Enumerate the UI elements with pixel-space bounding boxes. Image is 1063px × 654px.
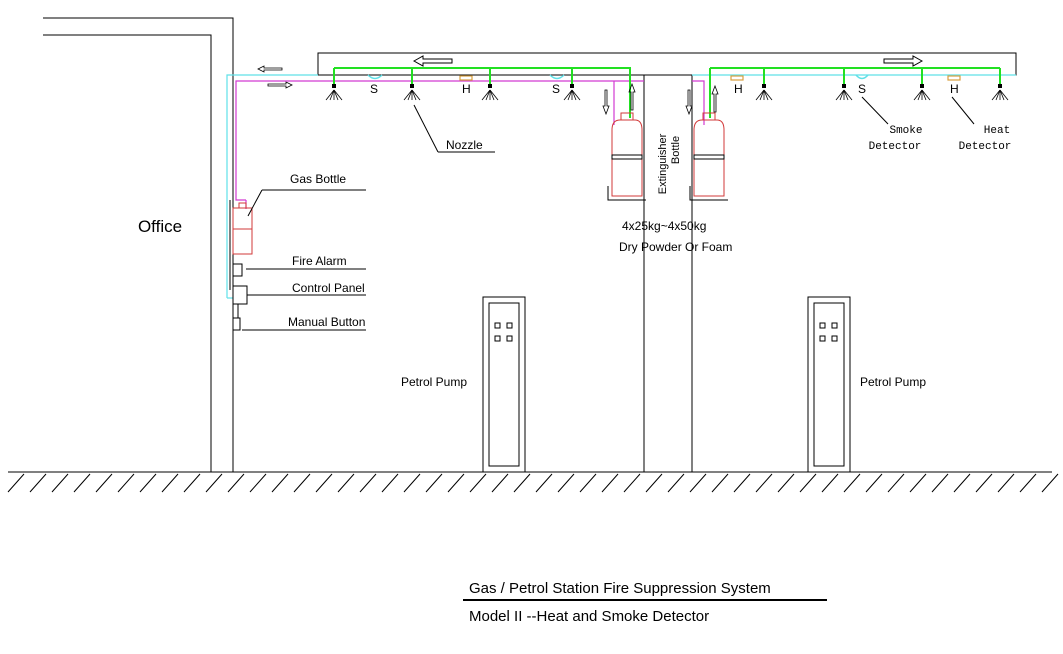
smoke-detector-3: S <box>855 74 869 96</box>
petrol-pump-right-label: Petrol Pump <box>860 375 926 389</box>
petrol-pump-right <box>807 296 851 473</box>
nozzle-label: Nozzle <box>446 138 483 152</box>
smoke-mark: S <box>370 82 378 96</box>
heat-detector-label-line2: Detector <box>959 141 1012 153</box>
smoke-detector-label-line2: Detector <box>869 141 922 153</box>
ground-hatch <box>7 473 1059 493</box>
gas-bottle <box>232 202 253 255</box>
nozzles-group <box>325 84 1009 101</box>
flow-arrows-vertical <box>602 82 719 116</box>
nozzle-icon <box>913 84 931 101</box>
smoke-mark: S <box>552 82 560 96</box>
extinguisher-label-line2: Bottle <box>670 136 682 164</box>
capacity-label: 4x25kg~4x50kg <box>622 219 706 233</box>
agent-pipe-left <box>333 67 631 118</box>
nozzle-icon <box>835 84 853 101</box>
canopy-flow-arrow-left <box>412 55 453 67</box>
smoke-detector-2: S <box>549 74 565 96</box>
diagram-subtitle: Model II --Heat and Smoke Detector <box>469 608 709 625</box>
canopy-flow-arrow-right <box>883 55 924 67</box>
nozzle-callout <box>413 104 495 153</box>
nozzle-icon <box>755 84 773 101</box>
gas-bottle-leader <box>247 189 263 217</box>
heat-mark: H <box>734 82 743 96</box>
fire-alarm-label: Fire Alarm <box>292 254 347 268</box>
gas-bottle-label: Gas Bottle <box>290 172 346 186</box>
petrol-pump-left-label: Petrol Pump <box>401 375 467 389</box>
magenta-signal-line <box>235 80 705 209</box>
heat-mark: H <box>462 82 471 96</box>
detector-callouts <box>861 96 975 125</box>
heat-mark: H <box>950 82 959 96</box>
heat-detector-2: H <box>730 75 744 96</box>
nozzle-icon <box>991 84 1009 101</box>
nozzle-icon <box>563 84 581 101</box>
control-panel-device <box>232 285 248 305</box>
manual-button-device <box>232 317 241 331</box>
control-wiring <box>229 200 366 331</box>
smoke-detector-1: S <box>367 74 383 96</box>
heat-detector-label-line1: Heat <box>984 125 1010 137</box>
agent-pipe-right <box>709 67 1001 118</box>
nozzle-icon <box>325 84 343 101</box>
diagram-title: Gas / Petrol Station Fire Suppression Sy… <box>469 580 771 597</box>
fire-alarm-device <box>232 263 243 277</box>
cyan-signal-line <box>226 74 1016 299</box>
signal-arrow-right <box>267 81 293 89</box>
extinguisher-label-line1: Extinguisher <box>657 133 669 194</box>
agent-type-label: Dry Powder Or Foam <box>619 240 732 254</box>
nozzle-icon <box>481 84 499 101</box>
office-label: Office <box>138 217 182 236</box>
canopy <box>317 52 1017 76</box>
heat-detector-1: H <box>459 75 473 96</box>
signal-arrow-left <box>257 65 283 73</box>
smoke-mark: S <box>858 82 866 96</box>
extinguisher-bottle-left <box>607 112 646 201</box>
extinguisher-bottle-right <box>689 112 728 201</box>
petrol-pump-left <box>482 296 526 473</box>
smoke-detector-label-line1: Smoke <box>889 125 922 137</box>
heat-detector-3: H <box>947 75 961 96</box>
control-panel-label: Control Panel <box>292 281 365 295</box>
nozzle-icon <box>403 84 421 101</box>
office-building <box>43 17 234 472</box>
center-column <box>643 75 693 472</box>
manual-button-label: Manual Button <box>288 315 365 329</box>
